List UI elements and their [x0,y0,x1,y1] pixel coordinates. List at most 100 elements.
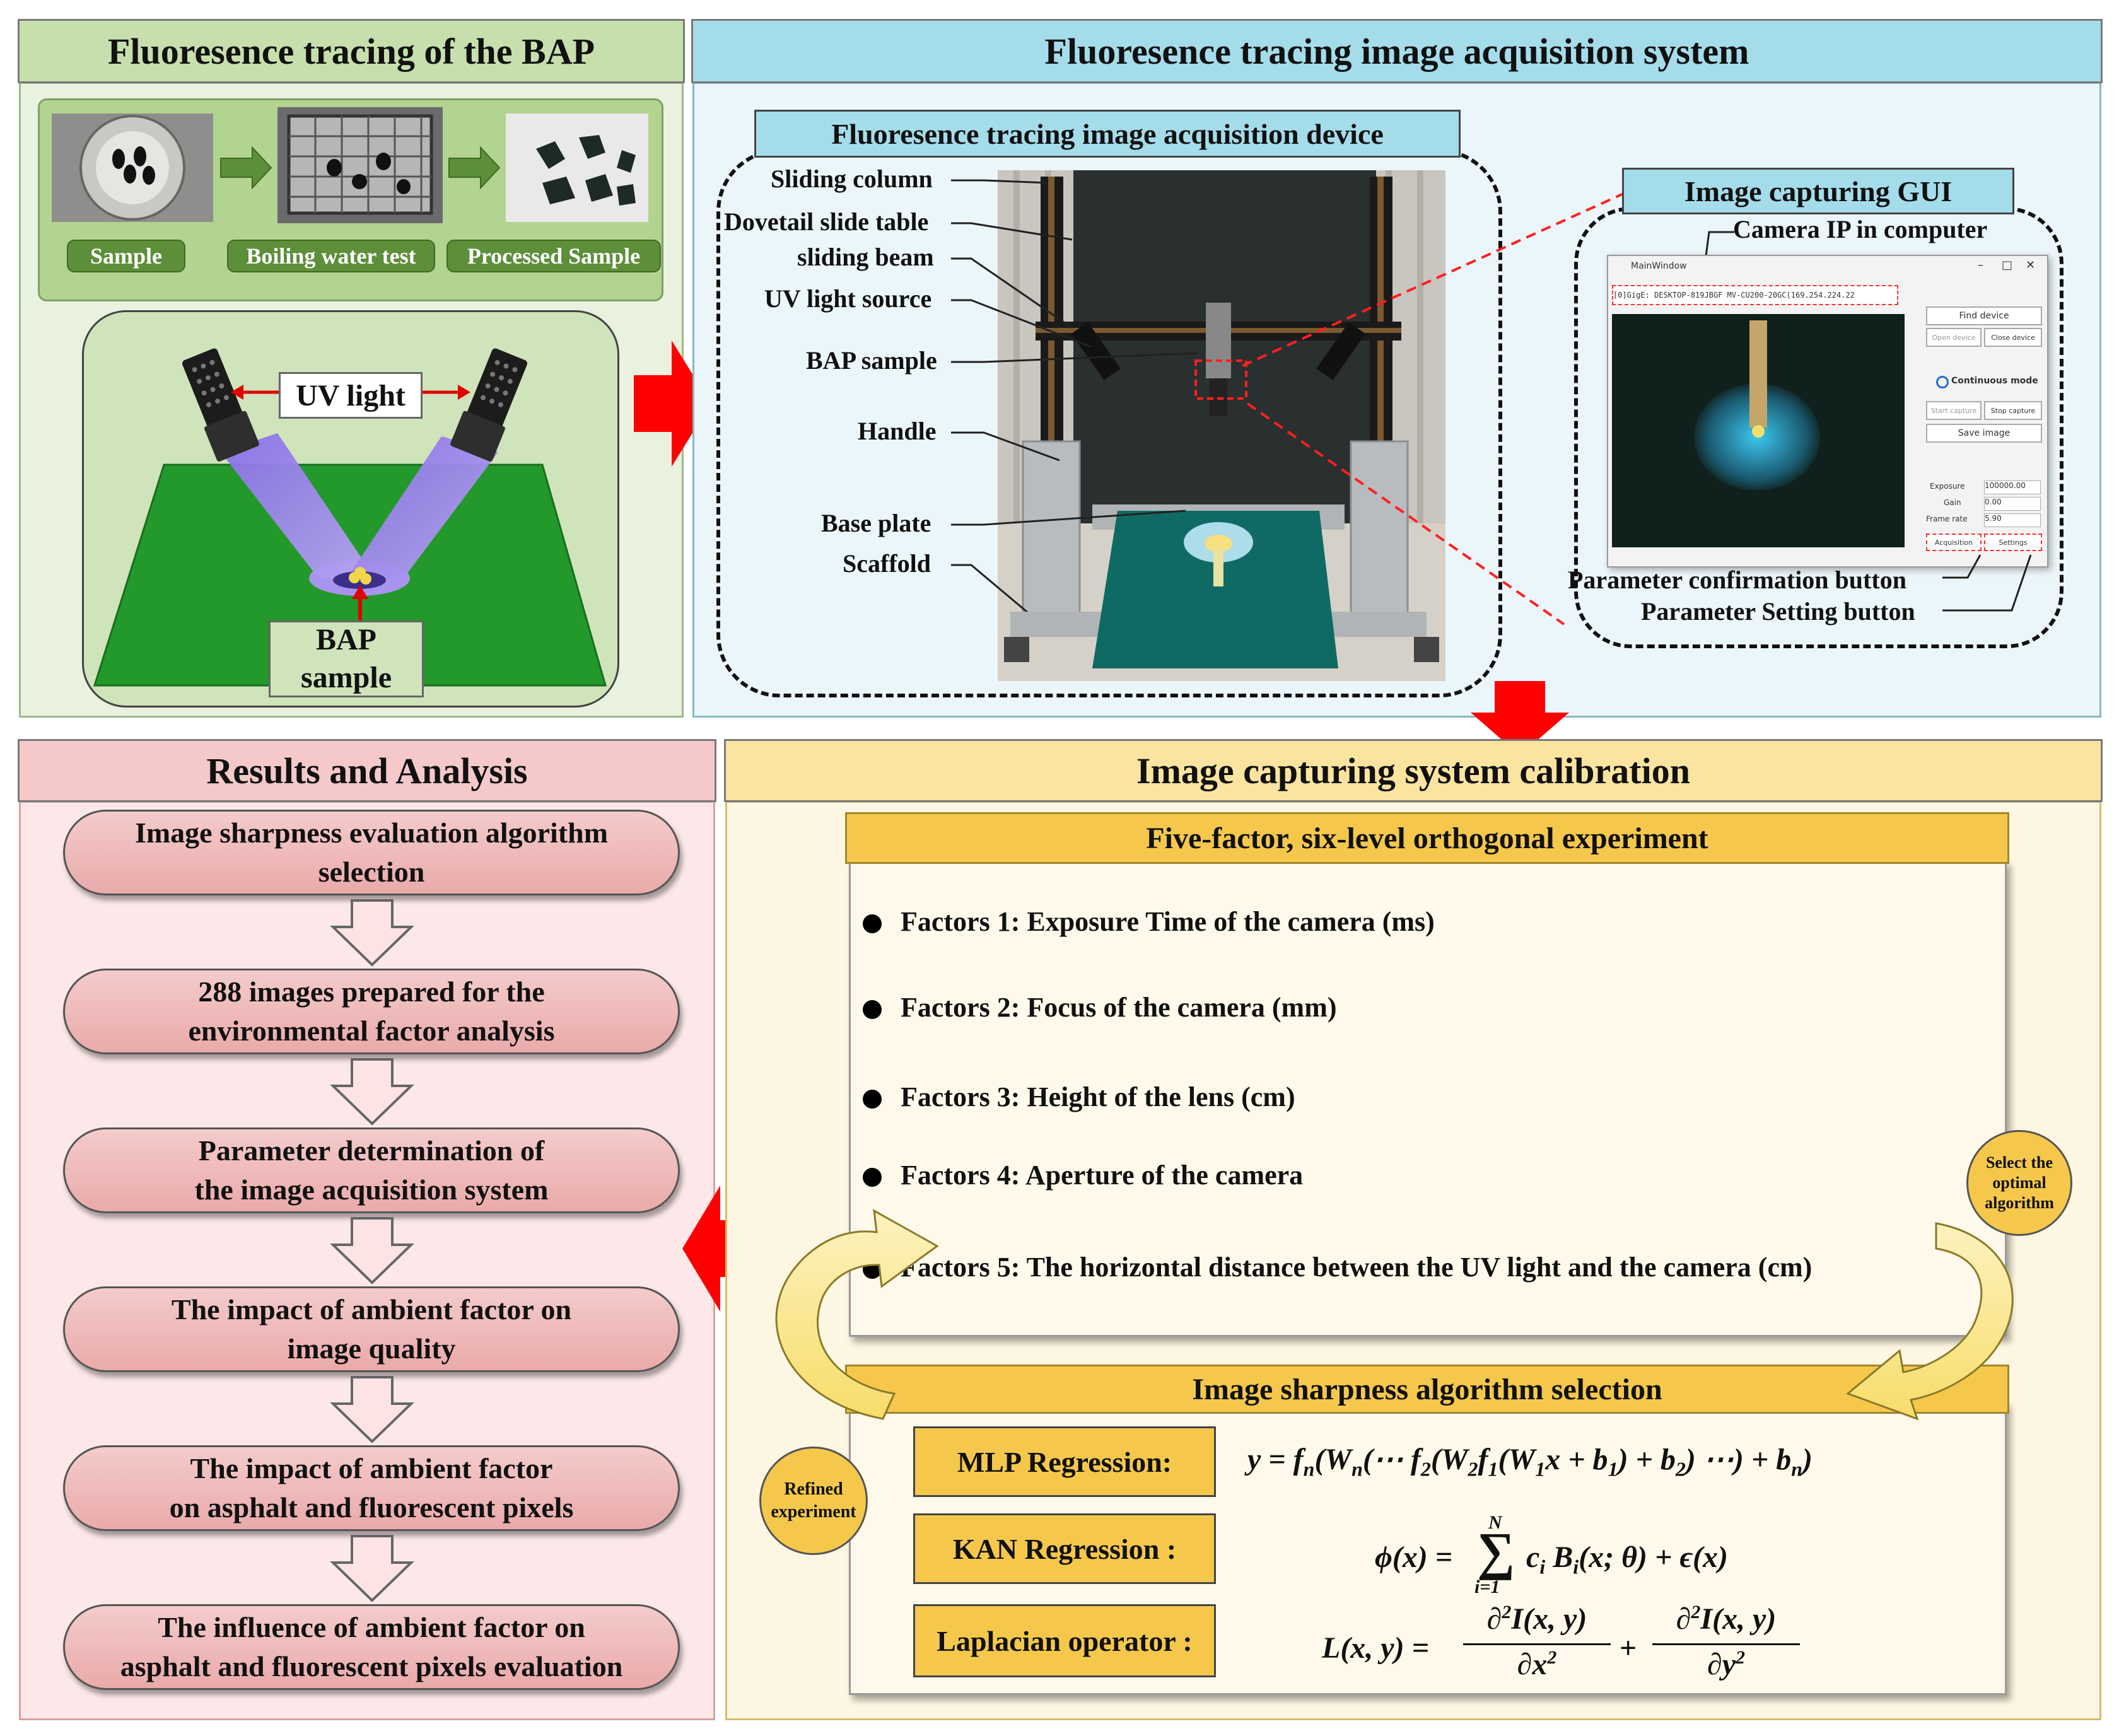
device-photo [998,170,1445,681]
factor-4: Factors 4: Aperture of the camera [901,1160,1304,1191]
factor-2-bullet [863,1000,882,1019]
select-bubble-line1: Select the [1985,1153,2053,1172]
gui-start-capture-button[interactable]: Start capture [1926,401,1982,420]
formula-mlp: y = fn(Wn(⋯ f2(W2f1(W1x + b1) + b2) ⋯) +… [1247,1443,1813,1481]
device-leader-lines [951,179,1199,612]
gui-close-icon[interactable]: ✕ [2026,259,2036,272]
result-step-2: 288 images prepared for the environmental… [63,969,680,1054]
refined-experiment-bubble: Refined experiment [759,1447,868,1555]
gui-title: Image capturing GUI [1622,168,2014,214]
red-dashed-lines [1242,188,1634,626]
factor-3-bullet [863,1090,882,1109]
gui-radio-icon[interactable] [1936,376,1949,388]
label-scaffold: Scaffold [843,549,931,578]
gui-param-exposure-name: Exposure [1930,482,1965,491]
factor-1-bullet [863,914,882,933]
gui-window: MainWindow – □ ✕ [0]GigE: DESKTOP-819JBG… [1607,255,2048,568]
gui-save-image-button[interactable]: Save image [1926,424,2042,443]
gui-device-select[interactable]: [0]GigE: DESKTOP-819JBGF MV-CU200-20GC(1… [1612,285,1898,305]
uv-illustration [93,348,607,687]
result-step-4-line1: The impact of ambient factor on [171,1293,572,1325]
red-arrow-left [682,1185,757,1312]
gui-param-gain-name: Gain [1944,498,1961,507]
select-algorithm-bubble: Select the optimal algorithm [1966,1130,2072,1236]
calibration-panel-title: Image capturing system calibration [724,739,2103,802]
result-flow-arrows [330,899,414,1602]
bap-sample-label-line1: BAP [316,623,377,656]
result-step-6-line2: asphalt and fluorescent pixels evaluatio… [120,1650,623,1682]
factor-2: Factors 2: Focus of the camera (mm) [901,992,1337,1023]
gui-param-exposure-value[interactable]: 100000.00 [1984,481,2041,494]
label-dovetail-slide-table: Dovetail slide table [724,207,929,236]
curved-arrows [775,1209,2014,1421]
result-step-2-line2: environmental factor analysis [188,1015,555,1047]
bap-panel-title: Fluoresence tracing of the BAP [18,19,685,83]
factor-1: Factors 1: Exposure Time of the camera (… [901,906,1435,937]
label-base-plate: Base plate [821,509,931,537]
result-step-2-line1: 288 images prepared for the [198,976,545,1008]
gui-window-title: MainWindow [1631,261,1687,271]
result-step-5-line2: on asphalt and fluorescent pixels [169,1491,574,1523]
red-arrow-right [634,341,711,467]
uv-light-label: UV light [279,372,423,419]
sample-processing-photos [52,107,648,223]
gui-maximize-icon[interactable]: □ [2002,259,2013,272]
factor-4-bullet [863,1168,882,1187]
gui-continuous-mode[interactable]: Continuous mode [1951,376,2038,386]
gui-label-camera-ip: Camera IP in computer [1733,215,1988,243]
gui-close-device-button[interactable]: Close device [1984,328,2042,347]
step-label-processed: Processed Sample [447,240,661,272]
bap-sample-label-line2: sample [301,661,392,694]
result-step-1-line1: Image sharpness evaluation algorithm [134,817,609,849]
result-step-4-line2: image quality [287,1332,456,1365]
gui-label-setting: Parameter Setting button [1641,597,1915,626]
result-step-3-line1: Parameter determination of [198,1134,545,1167]
method-laplacian: Laplacian operator : [913,1604,1216,1677]
result-step-6-line1: The influence of ambient factor on [158,1611,585,1643]
result-step-1: Image sharpness evaluation algorithm sele… [63,810,680,895]
acq-panel-title: Fluoresence tracing image acquisition sy… [691,19,2103,83]
gui-param-framerate-name: Frame rate [1926,515,1968,523]
factor-5: Factors 5: The horizontal distance betwe… [901,1252,1813,1283]
gui-camera-tool [1749,320,1767,428]
select-bubble-line2: optimal [1992,1174,2046,1192]
label-sliding-column: Sliding column [771,165,933,193]
result-step-5: The impact of ambient factor on asphalt a… [63,1445,680,1531]
gui-stop-capture-button[interactable]: Stop capture [1984,401,2042,420]
result-step-5-line1: The impact of ambient factor [190,1452,553,1484]
gui-camera-view [1612,314,1905,547]
gui-camera-sample [1752,425,1765,438]
gui-param-framerate-value[interactable]: 5.90 [1984,513,2041,527]
gui-find-device-button[interactable]: Find device [1926,306,2042,325]
gui-label-confirm: Parameter confirmation button [1568,566,1906,594]
gui-open-device-button[interactable]: Open device [1926,328,1982,347]
label-sliding-beam: sliding beam [797,243,934,271]
gui-button-leaders [1942,554,2032,612]
orthogonal-box [849,860,2007,1337]
result-step-3-line2: the image acquisition system [194,1174,549,1206]
step-label-sample: Sample [67,240,185,272]
results-panel-title: Results and Analysis [18,739,716,802]
label-bap-sample: BAP sample [806,346,937,375]
method-kan: KAN Regression : [913,1513,1216,1584]
algorithm-title: Image sharpness algorithm selection [845,1365,2009,1414]
device-title: Fluoresence tracing image acquisition de… [754,110,1461,158]
factor-3: Factors 3: Height of the lens (cm) [901,1081,1295,1112]
gui-settings-button[interactable]: Settings [1984,533,2042,551]
result-step-1-line2: selection [318,856,425,888]
result-step-4: The impact of ambient factor on image qua… [63,1286,680,1372]
gui-acquisition-button[interactable]: Acquisition [1926,533,1982,551]
result-step-6: The influence of ambient factor on asphal… [63,1604,680,1690]
refined-bubble-line1: Refined [784,1479,843,1499]
select-bubble-line3: algorithm [1985,1194,2054,1212]
result-step-3: Parameter determination of the image acqu… [63,1127,680,1213]
bap-sample-label: BAP sample [269,620,424,697]
label-uv-light-source: UV light source [764,284,932,313]
method-mlp: MLP Regression: [913,1426,1216,1497]
orthogonal-title: Five-factor, six-level orthogonal experi… [845,812,2009,864]
gui-minimize-icon[interactable]: – [1978,259,1983,272]
gui-param-gain-value[interactable]: 0.00 [1984,497,2041,511]
step-label-boiling: Boiling water test [227,240,435,272]
refined-bubble-line2: experiment [771,1502,856,1522]
label-handle: Handle [858,417,937,445]
